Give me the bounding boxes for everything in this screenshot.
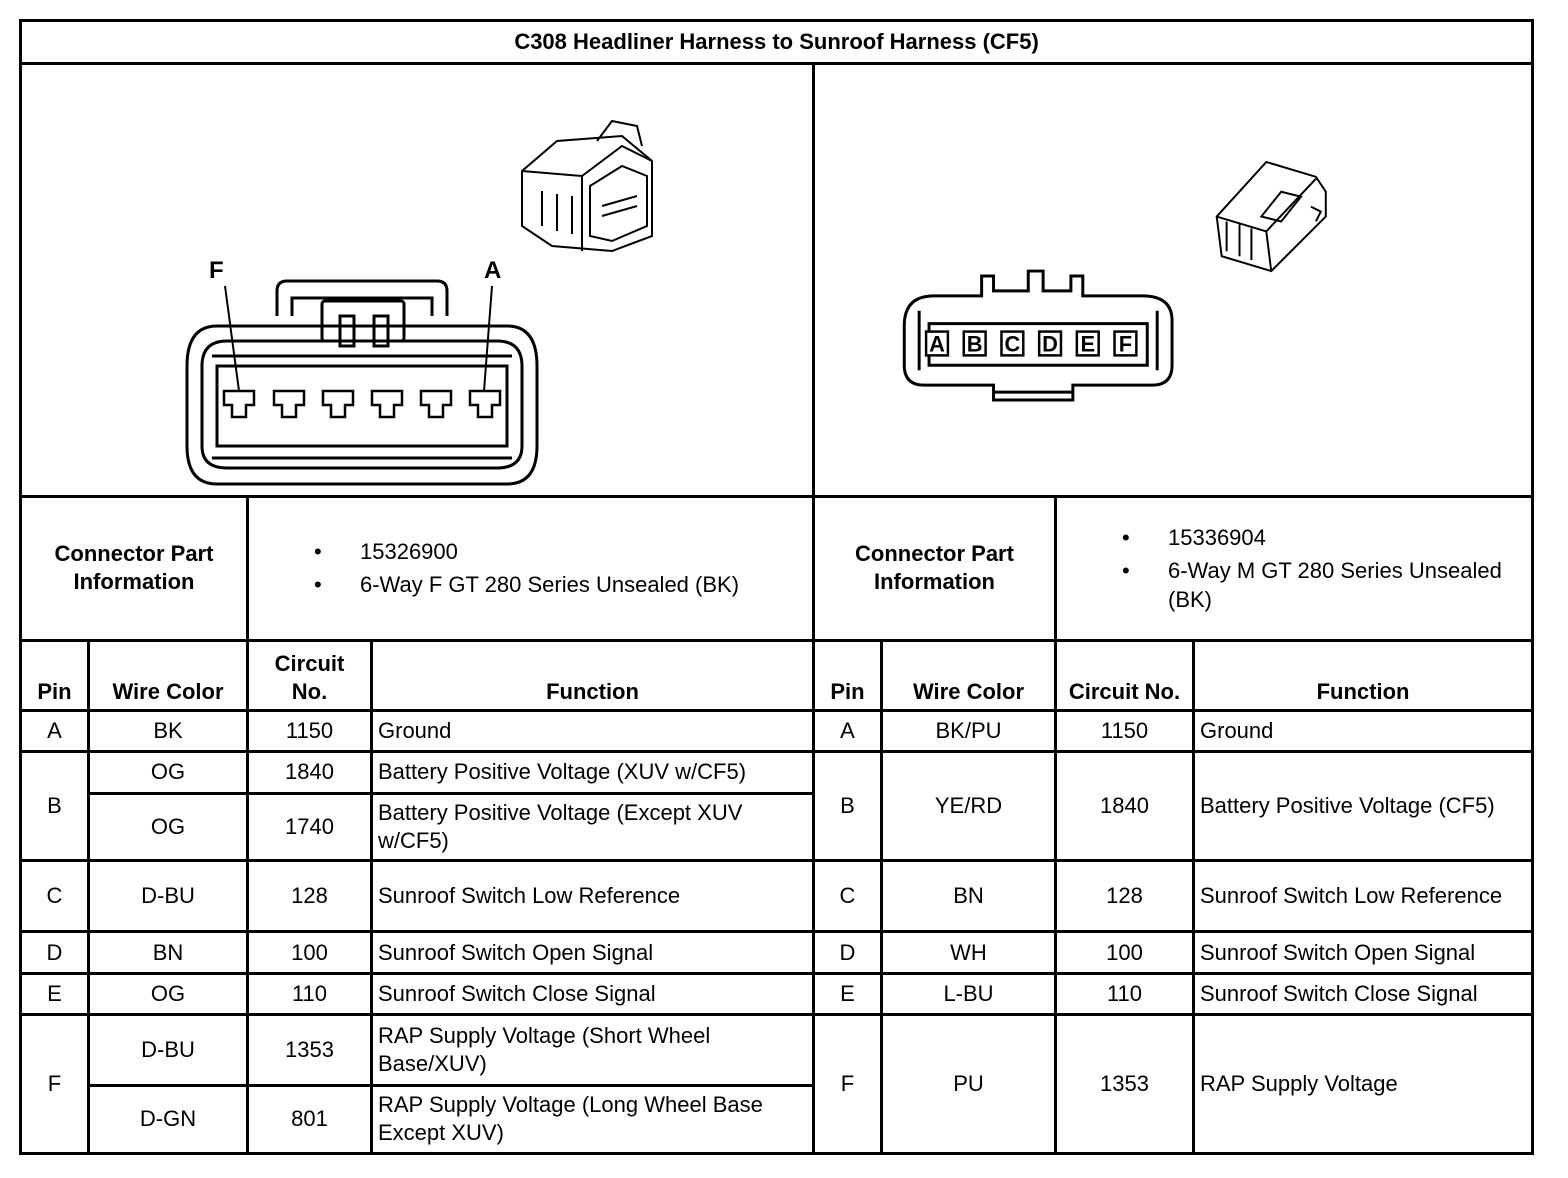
left-connector-part-label: Connector Part Information (19, 494, 249, 643)
table-row: OG 1740 Battery Positive Voltage (Except… (21, 791, 1533, 862)
right-circuit: 128 (1054, 858, 1195, 934)
right-header-function: Function (1191, 639, 1535, 713)
right-wire-color: BN (880, 858, 1057, 934)
male-connector-diagram: A B C D E F (811, 62, 1535, 498)
left-part-number: 15326900 (264, 537, 807, 566)
left-pin: D (19, 930, 90, 976)
left-wire-color: D-BU (87, 1013, 249, 1087)
female-connector-face (185, 279, 539, 486)
left-wire-color: OG (87, 972, 249, 1017)
pin-label-a: A (484, 257, 501, 284)
left-circuit: 100 (246, 930, 373, 976)
left-wire-color: D-BU (87, 858, 249, 934)
male-pin-label-d: D (1042, 331, 1058, 356)
right-pin: E (812, 972, 883, 1017)
table-row: B OG 1840 Battery Positive Voltage (XUV … (19, 749, 1535, 862)
left-circuit: 110 (246, 972, 373, 1017)
right-function: Ground (1191, 709, 1535, 753)
table-header-row: Pin Wire Color Circuit No. Function Pin … (19, 639, 1535, 713)
left-circuit: 128 (246, 858, 373, 934)
right-wire-color: WH (880, 930, 1057, 976)
left-function: Ground (370, 709, 815, 753)
left-function: Sunroof Switch Open Signal (370, 930, 815, 976)
left-function: RAP Supply Voltage (Long Wheel Base Exce… (370, 1083, 815, 1156)
right-wire-color: L-BU (880, 972, 1057, 1017)
right-pin: F (812, 1013, 883, 1155)
right-connector-part-label: Connector Part Information (812, 494, 1057, 643)
page-title: C308 Headliner Harness to Sunroof Harnes… (18, 18, 1535, 66)
left-wire-color: OG (87, 791, 249, 862)
left-circuit: 1150 (246, 709, 373, 753)
left-header-function: Function (370, 639, 815, 713)
left-circuit: 801 (246, 1083, 373, 1156)
left-function: RAP Supply Voltage (Short Wheel Base/XUV… (370, 1013, 815, 1087)
male-pin-label-e: E (1080, 331, 1095, 356)
female-connector-diagram: F A (19, 62, 815, 498)
table-row: F D-BU 1353 RAP Supply Voltage (Short Wh… (19, 1013, 1535, 1155)
right-function: Battery Positive Voltage (CF5) (1191, 749, 1535, 862)
right-header-pin: Pin (812, 639, 883, 713)
right-part-number: 15336904 (1072, 523, 1526, 552)
right-header-circuit: Circuit No. (1054, 639, 1195, 713)
left-wire-color: BK (87, 709, 249, 753)
male-pin-label-a: A (929, 331, 945, 356)
left-pin: E (19, 972, 90, 1017)
connector-table: C308 Headliner Harness to Sunroof Harnes… (18, 18, 1535, 1156)
right-circuit: 110 (1054, 972, 1195, 1017)
male-pin-label-c: C (1004, 331, 1020, 356)
right-part-description: 6-Way M GT 280 Series Unsealed (BK) (1072, 556, 1526, 614)
male-pin-boxes (924, 330, 1138, 357)
left-circuit: 1353 (246, 1013, 373, 1087)
right-function: Sunroof Switch Close Signal (1191, 972, 1535, 1017)
right-header-wire-color: Wire Color (880, 639, 1057, 713)
right-pin: D (812, 930, 883, 976)
left-circuit: 1740 (246, 791, 373, 862)
left-wire-color: D-GN (87, 1083, 249, 1156)
left-header-wire-color: Wire Color (87, 639, 249, 713)
male-connector-thumbnail (1215, 160, 1327, 273)
female-connector-thumbnail (521, 119, 653, 252)
left-function: Battery Positive Voltage (Except XUV w/C… (370, 791, 815, 862)
left-circuit: 1840 (246, 749, 373, 795)
right-wire-color: YE/RD (880, 749, 1057, 862)
right-function: Sunroof Switch Open Signal (1191, 930, 1535, 976)
left-part-description: 6-Way F GT 280 Series Unsealed (BK) (264, 570, 807, 599)
left-pin: C (19, 858, 90, 934)
pin-label-f: F (209, 257, 224, 284)
left-wire-color: BN (87, 930, 249, 976)
left-connector-part-info: 15326900 6-Way F GT 280 Series Unsealed … (246, 494, 815, 643)
table-row: D BN 100 Sunroof Switch Open Signal D WH… (19, 930, 1535, 976)
right-pin: B (812, 749, 883, 862)
left-function: Battery Positive Voltage (XUV w/CF5) (370, 749, 815, 795)
female-pin-slots (222, 389, 502, 419)
table-row: C D-BU 128 Sunroof Switch Low Reference … (19, 858, 1535, 934)
right-function: Sunroof Switch Low Reference (1191, 858, 1535, 934)
table-row: A BK 1150 Ground A BK/PU 1150 Ground (19, 709, 1535, 753)
right-circuit: 1353 (1054, 1013, 1195, 1155)
male-pin-label-f: F (1119, 331, 1132, 356)
left-header-circuit: Circuit No. (246, 639, 373, 713)
left-pin: A (19, 709, 90, 753)
right-wire-color: PU (880, 1013, 1057, 1155)
right-pin: A (812, 709, 883, 753)
right-circuit: 1150 (1054, 709, 1195, 753)
table-row: D-GN 801 RAP Supply Voltage (Long Wheel … (21, 1083, 1533, 1156)
table-row: E OG 110 Sunroof Switch Close Signal E L… (19, 972, 1535, 1017)
right-circuit: 100 (1054, 930, 1195, 976)
right-pin: C (812, 858, 883, 934)
right-function: RAP Supply Voltage (1191, 1013, 1535, 1155)
left-function: Sunroof Switch Low Reference (370, 858, 815, 934)
male-pin-label-b: B (967, 331, 983, 356)
left-header-pin: Pin (19, 639, 90, 713)
right-wire-color: BK/PU (880, 709, 1057, 753)
left-function: Sunroof Switch Close Signal (370, 972, 815, 1017)
right-circuit: 1840 (1054, 749, 1195, 862)
left-pin: B (19, 749, 90, 862)
left-pin: F (19, 1013, 90, 1155)
left-wire-color: OG (87, 749, 249, 795)
right-connector-part-info: 15336904 6-Way M GT 280 Series Unsealed … (1053, 494, 1535, 643)
